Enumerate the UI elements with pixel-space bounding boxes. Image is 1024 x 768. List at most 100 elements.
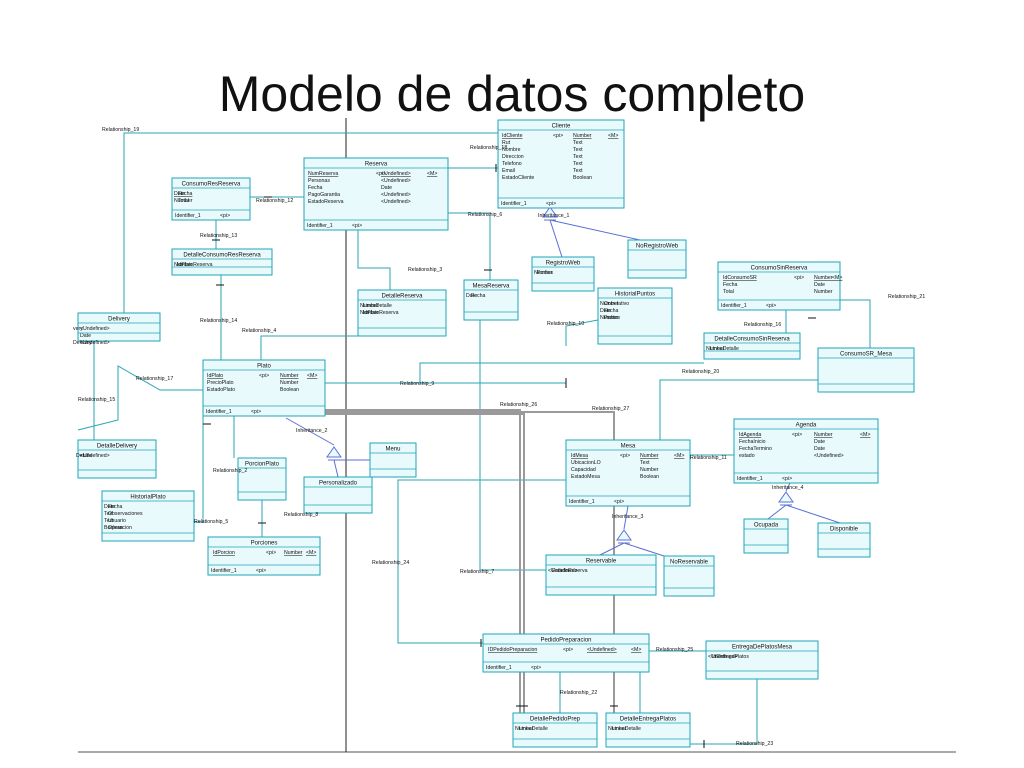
slide-title: Modelo de datos completo [218,66,806,122]
entity-porciones[interactable]: PorcionesIdPorcion<pi>Number<M>Identifie… [207,536,321,576]
identifier-tag: <pi> [352,223,362,229]
relationship-line [77,365,203,431]
entity-attribute: <pi> [792,432,802,438]
entity-name: RegistroWeb [546,261,581,267]
relationship-label: Relationship_2 [213,468,247,474]
relationship-label: Relationship_8 [284,512,318,518]
entity-attribute: <M> [427,171,437,177]
inheritance-line [785,504,841,524]
entity-box [171,248,273,276]
relationship-label: Relationship_27 [592,406,629,412]
entity-name: ConsumoResReserva [182,182,241,188]
entity-attribute: Text [104,511,114,517]
entity-pedido-prep[interactable]: PedidoPreparacionIDPedidoPreparacion<pi>… [482,633,650,673]
entity-attribute: <M> [306,550,316,556]
entity-historial-plato[interactable]: HistorialPlatoFechaDateObservacionesText… [101,490,195,542]
entity-attribute: Boolean [573,175,592,181]
entity-attribute: <Undefined> [80,326,110,332]
relationship-label: Relationship_25 [656,647,693,653]
entity-attribute: Capacidad [571,467,596,473]
entity-attribute: <Undefined> [381,171,411,177]
entity-personalizado[interactable]: Personalizado [303,476,373,514]
entity-reserva[interactable]: ReservaNumReserva<pi><Undefined><M>Perso… [303,157,449,231]
entity-attribute: IdEntregaPlatos [712,654,749,660]
entity-attribute: Date [814,446,825,452]
entity-box [77,312,161,342]
entity-porcion-plato[interactable]: PorcionPlato [237,457,287,501]
entity-no-registro-web[interactable]: NoRegistroWeb [627,239,687,279]
entity-menu[interactable]: Menu [369,442,417,478]
entity-attribute: Date [466,293,477,299]
entity-name: DetallePedidoPrep [530,717,581,723]
entity-name: NoRegistroWeb [636,244,679,250]
entity-attribute: IdPlatoReserva [363,310,399,316]
identifier-tag: <pi> [766,303,776,309]
entity-det-reserva[interactable]: DetalleReservaLineaDetalleNumberIdPlatoR… [357,289,447,337]
entity-attribute: Telefono [502,161,522,167]
entity-attribute: Delivery [73,340,92,346]
entity-attribute: Number [640,453,659,459]
entity-attribute: Number [360,310,379,316]
identifier-name: Identifier_1 [486,665,512,671]
relationship-label: Relationship_5 [194,519,228,525]
inheritance-label: Inheritance_3 [612,514,644,520]
entity-attribute: <M> [832,275,842,281]
entity-delivery[interactable]: Deliveryvery<Undefined>DateDelivery<Unde… [73,312,161,346]
entity-det-consumo-sin-res[interactable]: DetalleConsumoSinReservaLineaDetalleNumb… [703,332,801,360]
entity-box [703,332,801,360]
entity-ocupada[interactable]: Ocupada [743,518,789,554]
entity-attribute: Number [360,303,379,309]
entity-attribute: IdCliente [502,133,523,139]
entity-attribute: <Undefined> [381,192,411,198]
entity-attribute: IDPedidoPreparacion [488,647,537,653]
entity-name: Porciones [251,541,278,547]
entity-attribute: <Undefined> [80,340,110,346]
relationship-label: Relationship_19 [102,127,139,133]
entity-attribute: Boolean [280,387,299,393]
entity-historial-puntos[interactable]: HistorialPuntosCorrelativoNumberFechaDat… [597,287,673,345]
entity-attribute: Number [573,133,592,139]
entity-attribute: <Undefined> [814,453,844,459]
entity-consumo-res[interactable]: ConsumoResReservaFechaDateTotalNumberIde… [171,177,251,221]
entity-attribute: Text [573,140,583,146]
identifier-name: Identifier_1 [501,201,527,207]
entity-no-reservable[interactable]: NoReservable [663,555,715,597]
inheritance-line [549,219,641,241]
entity-attribute: LineaDetalle [363,303,392,309]
entity-box [705,640,819,680]
entity-disponible[interactable]: Disponible [817,522,871,558]
entity-box [171,177,251,221]
entity-attribute: PagoGarantia [308,192,340,198]
entity-attribute: EstadoReserva [552,568,588,574]
entity-name: DetalleEntregaPlatos [620,717,676,723]
entity-consumo-sr-mesa[interactable]: ConsumoSR_Mesa [817,347,915,393]
relationship-labels: Relationship_19Relationship_12Relationsh… [78,127,925,747]
entity-attribute: Detalle [76,453,92,459]
entity-attribute: <pi> [266,550,276,556]
identifier-tag: <pi> [782,476,792,482]
entity-attribute: FechaInicio [739,439,766,445]
entity-attribute: <pi> [376,171,386,177]
entity-box [369,442,417,478]
entity-name: ConsumoSinReserva [751,266,808,272]
entity-attribute: Correlativo [604,301,629,307]
inheritance-line [785,482,791,492]
entity-consumo-sin-res[interactable]: ConsumoSinReservaIdConsumoSR<pi>Number<M… [717,261,842,311]
entity-entrega-platos[interactable]: EntregaDePlatosMesaIdEntregaPlatos<Undef… [705,640,819,680]
entity-attribute: Text [640,460,650,466]
identifier-name: Identifier_1 [175,213,201,219]
entity-attribute: Usuario [108,518,126,524]
entity-det-consumo-res[interactable]: DetalleConsumoResReservaIdPlatoReservaNu… [171,248,273,276]
entity-name: PorcionPlato [245,462,280,468]
identifier-name: Identifier_1 [211,568,237,574]
